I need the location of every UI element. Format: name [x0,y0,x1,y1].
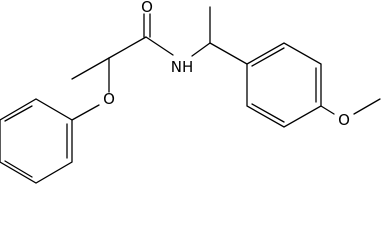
amide-nitrogen-label: NH [171,58,194,76]
bond-carbonyl-carbon-to-nitrogen [145,36,174,56]
methoxyphenyl-group [246,42,381,128]
bond-alpha-carbon-to-carbonyl-carbon [108,36,147,59]
propanamide-backbone [71,13,174,93]
phenoxy-group [0,98,100,184]
phenyl-ring [0,98,73,184]
ether-oxygen-label: O [103,90,115,108]
bond-benzylic-carbon-to-aryl [209,42,248,65]
methoxy-oxygen-label: O [338,111,350,129]
structure-canvas: O NH O O [0,0,381,184]
methoxyphenyl-inner-double-1 [251,47,285,67]
bond-methoxy-oxygen-to-methyl [353,98,381,115]
atom-labels: O NH O O [103,0,350,129]
arylethyl-group [191,6,248,65]
molecule-drawing: O NH O O [0,0,381,184]
bond-methyl-to-alpha-carbon [71,57,110,80]
phenyl-inner-double-3 [4,105,33,122]
methoxyphenyl-ring [246,42,322,128]
bond-nitrogen-to-benzylic-carbon [191,42,211,57]
bond-ring-to-methoxy-oxygen [320,105,335,115]
bond-ether-oxygen-to-phenyl [71,104,100,121]
methoxyphenyl-inner-double-3 [251,103,285,123]
phenyl-inner-double-2 [4,160,33,178]
carbonyl-oxygen-label: O [141,0,153,16]
